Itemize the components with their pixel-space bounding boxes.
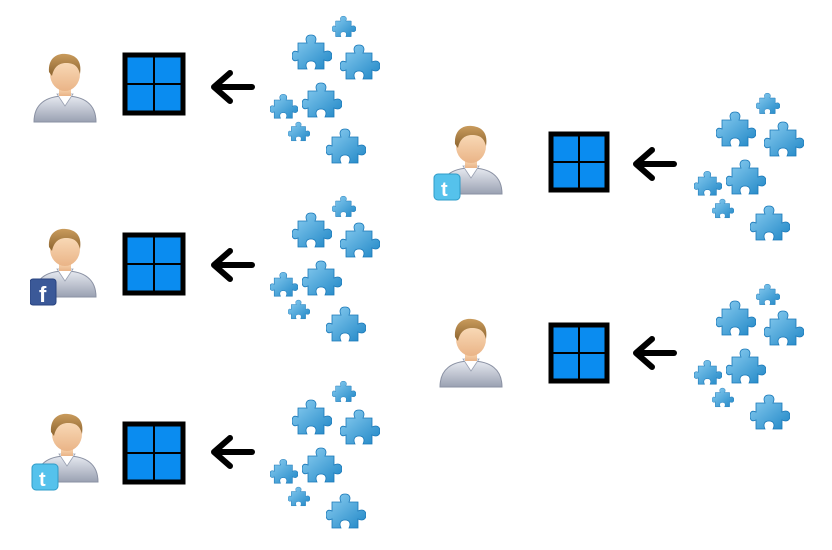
puzzle-piece-icon (716, 300, 756, 336)
twitter-badge-icon: t (31, 463, 59, 491)
puzzle-pieces (270, 15, 380, 164)
puzzle-piece-icon (302, 82, 342, 118)
puzzle-piece-icon (270, 459, 298, 484)
puzzle-piece-icon (726, 348, 766, 384)
svg-text:t: t (39, 469, 46, 491)
puzzle-piece-icon (764, 121, 804, 157)
left-arrow-icon (211, 248, 255, 282)
puzzle-piece-icon (332, 195, 356, 217)
puzzle-piece-icon (340, 409, 380, 445)
left-arrow-icon (633, 336, 677, 370)
puzzle-piece-icon (292, 399, 332, 435)
puzzle-piece-icon (712, 198, 734, 219)
puzzle-piece-icon (694, 360, 722, 385)
puzzle-piece-icon (270, 94, 298, 119)
svg-text:f: f (39, 282, 47, 307)
row-1 (30, 15, 410, 165)
left-arrow-icon (633, 147, 677, 181)
puzzle-piece-icon (302, 447, 342, 483)
puzzle-piece-icon (288, 486, 310, 507)
left-arrow-icon (211, 70, 255, 104)
puzzle-piece-icon (750, 205, 790, 241)
twitter-badge-icon: t (433, 173, 461, 201)
puzzle-piece-icon (716, 111, 756, 147)
puzzle-piece-icon (756, 92, 780, 114)
app-window-icon (548, 131, 610, 193)
puzzle-piece-icon (332, 380, 356, 402)
puzzle-piece-icon (726, 159, 766, 195)
puzzle-piece-icon (288, 121, 310, 142)
facebook-badge-icon: f (30, 278, 57, 307)
puzzle-piece-icon (326, 493, 366, 529)
puzzle-piece-icon (292, 212, 332, 248)
puzzle-piece-icon (292, 34, 332, 70)
user-avatar-icon (33, 53, 97, 123)
puzzle-piece-icon (332, 15, 356, 37)
puzzle-piece-icon (302, 260, 342, 296)
puzzle-pieces (270, 380, 380, 529)
row-5 (432, 283, 812, 433)
puzzle-piece-icon (694, 171, 722, 196)
puzzle-piece-icon (764, 310, 804, 346)
puzzle-piece-icon (750, 394, 790, 430)
puzzle-piece-icon (288, 299, 310, 320)
app-window-icon (122, 421, 186, 485)
puzzle-piece-icon (756, 283, 780, 305)
puzzle-piece-icon (340, 222, 380, 258)
puzzle-piece-icon (340, 44, 380, 80)
puzzle-piece-icon (326, 128, 366, 164)
puzzle-piece-icon (712, 387, 734, 408)
row-3: t (30, 380, 410, 530)
app-window-icon (122, 232, 186, 296)
puzzle-piece-icon (270, 272, 298, 297)
left-arrow-icon (211, 435, 255, 469)
svg-text:t: t (441, 179, 448, 201)
puzzle-pieces (270, 195, 380, 342)
puzzle-pieces (694, 92, 804, 241)
app-window-icon (122, 52, 186, 116)
puzzle-piece-icon (326, 306, 366, 342)
app-window-icon (548, 322, 610, 384)
row-4: t (432, 92, 812, 242)
user-avatar-icon (439, 318, 503, 388)
puzzle-pieces (694, 283, 804, 430)
row-2: f (30, 195, 410, 345)
